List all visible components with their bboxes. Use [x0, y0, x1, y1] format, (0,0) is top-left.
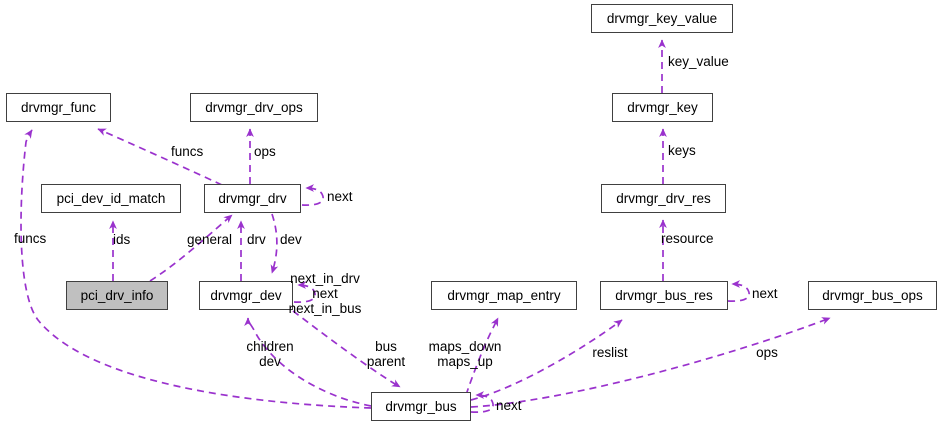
- edge-reslist: [470, 319, 623, 401]
- node-drvmgr_drv_res[interactable]: drvmgr_drv_res: [601, 184, 726, 213]
- node-label: pci_drv_info: [80, 287, 154, 303]
- node-drvmgr_drv[interactable]: drvmgr_drv: [204, 184, 301, 213]
- node-drvmgr_bus_res[interactable]: drvmgr_bus_res: [600, 281, 728, 310]
- node-label: drvmgr_bus: [385, 398, 457, 414]
- node-drvmgr_key[interactable]: drvmgr_key: [612, 93, 713, 122]
- node-label: drvmgr_drv: [218, 190, 287, 206]
- node-drvmgr_bus_ops[interactable]: drvmgr_bus_ops: [808, 281, 937, 310]
- node-label: pci_dev_id_match: [56, 190, 166, 206]
- edge-general: [149, 214, 233, 282]
- node-drvmgr_bus[interactable]: drvmgr_bus: [371, 392, 471, 421]
- edge-dev: [270, 213, 279, 274]
- edge-next-busres: [727, 280, 750, 302]
- node-label: drvmgr_key: [627, 99, 698, 115]
- node-label: drvmgr_key_value: [606, 10, 718, 26]
- node-label: drvmgr_map_entry: [447, 287, 561, 303]
- node-drvmgr_func[interactable]: drvmgr_func: [6, 93, 111, 122]
- edge-funcs-bus: [20, 129, 372, 409]
- edge-funcs-drv: [97, 128, 223, 186]
- edge-next-drv: [301, 184, 324, 206]
- node-label: drvmgr_drv_res: [616, 190, 711, 206]
- node-label: drvmgr_bus_res: [615, 287, 713, 303]
- edge-childdev: [244, 317, 372, 407]
- node-label: drvmgr_func: [20, 99, 97, 115]
- node-pci_dev_id_match[interactable]: pci_dev_id_match: [41, 184, 181, 213]
- edge-next-bus: [470, 391, 494, 413]
- node-drvmgr_dev[interactable]: drvmgr_dev: [199, 281, 293, 310]
- node-label: drvmgr_bus_ops: [822, 287, 923, 303]
- node-drvmgr_drv_ops[interactable]: drvmgr_drv_ops: [190, 93, 318, 122]
- edge-ops-bus: [470, 317, 831, 408]
- node-drvmgr_key_value[interactable]: drvmgr_key_value: [591, 4, 733, 33]
- node-pci_drv_info[interactable]: pci_drv_info: [66, 281, 168, 310]
- node-drvmgr_map_entry[interactable]: drvmgr_map_entry: [431, 281, 577, 310]
- node-label: drvmgr_dev: [210, 287, 282, 303]
- node-label: drvmgr_drv_ops: [205, 99, 303, 115]
- edge-next-dev: [293, 281, 316, 303]
- edge-maps: [465, 317, 499, 396]
- edge-busparent: [292, 310, 401, 388]
